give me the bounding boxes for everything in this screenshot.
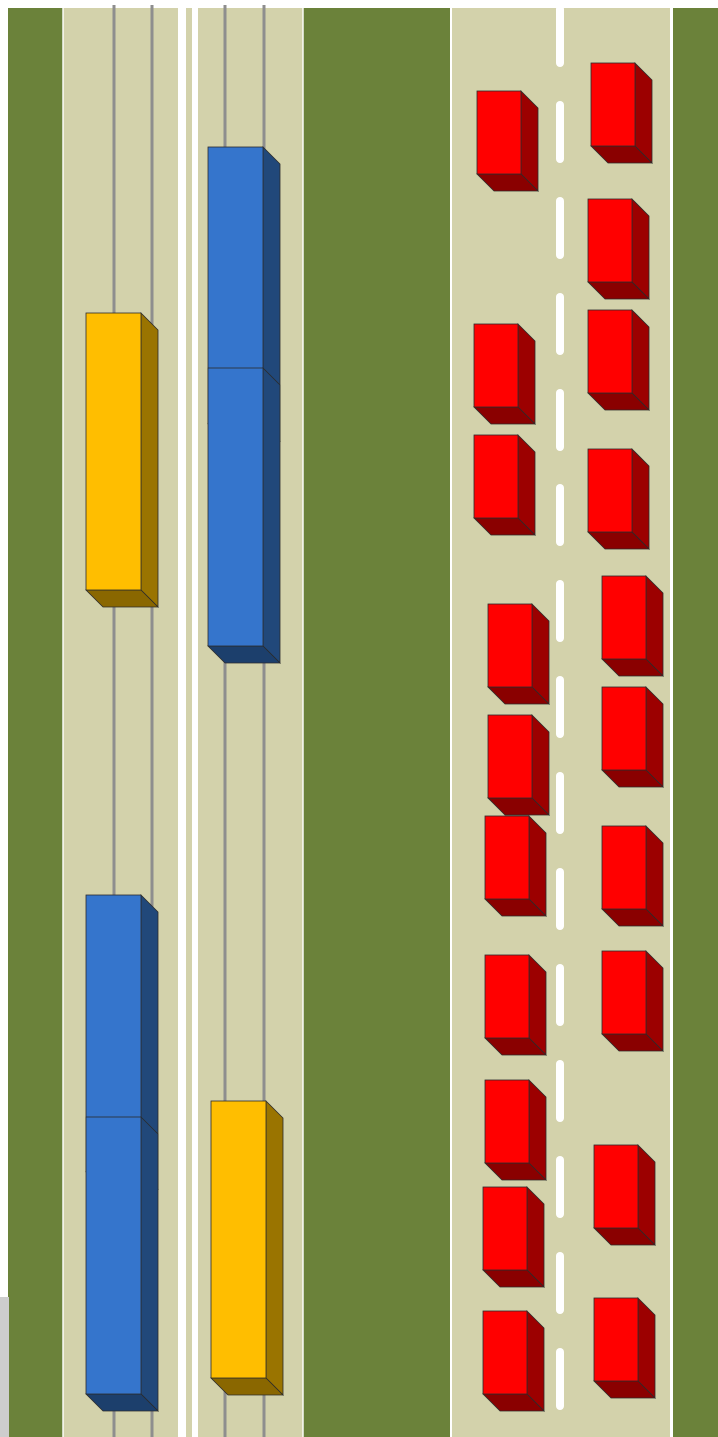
lane-dash-6	[556, 484, 564, 546]
rail-bed-right-edge	[302, 8, 304, 1437]
car-left-lane-4-face	[488, 604, 532, 687]
car-left-lane-7	[485, 955, 546, 1055]
rail-bed-left-edge	[62, 8, 64, 1437]
train-blue-right-car-2-side	[263, 368, 280, 663]
car-right-lane-7-face	[602, 826, 646, 909]
lane-dash-1	[556, 5, 564, 67]
train-yellow-right-side	[266, 1101, 283, 1395]
car-left-lane-9-face	[483, 1187, 527, 1270]
lane-dash-13	[556, 1156, 564, 1218]
car-right-lane-10-face	[594, 1298, 638, 1381]
car-right-lane-2	[588, 199, 649, 299]
car-left-lane-10-face	[483, 1311, 527, 1394]
train-yellow-right-face	[211, 1101, 266, 1378]
train-yellow-left-side	[141, 313, 158, 607]
car-left-lane-7-face	[485, 955, 529, 1038]
lane-dash-4	[556, 293, 564, 355]
car-right-lane-1	[591, 63, 652, 163]
car-left-lane-3-face	[474, 435, 518, 518]
car-left-lane-4	[488, 604, 549, 704]
car-left-lane-6	[485, 816, 546, 916]
car-left-lane-5	[488, 715, 549, 815]
lane-dash-10	[556, 868, 564, 930]
car-left-lane-1-face	[477, 91, 521, 174]
corner-patch	[0, 1297, 9, 1437]
car-left-lane-9	[483, 1187, 544, 1287]
lane-dash-9	[556, 772, 564, 834]
car-right-lane-4-face	[588, 449, 632, 532]
lane-dash-8	[556, 676, 564, 738]
train-blue-left-car-2-side	[141, 1117, 158, 1411]
car-left-lane-8-face	[485, 1080, 529, 1163]
lane-dash-12	[556, 1060, 564, 1122]
car-right-lane-6-face	[602, 687, 646, 770]
lane-dash-14	[556, 1252, 564, 1314]
car-right-lane-9	[594, 1145, 655, 1245]
lane-dash-5	[556, 389, 564, 451]
train-yellow-left-face	[86, 313, 141, 590]
car-left-lane-6-face	[485, 816, 529, 899]
train-blue-left-car-2-face	[86, 1117, 141, 1394]
train-yellow-right	[211, 1101, 283, 1395]
car-right-lane-1-face	[591, 63, 635, 146]
car-right-lane-3	[588, 310, 649, 410]
car-right-lane-9-face	[594, 1145, 638, 1228]
car-right-lane-3-face	[588, 310, 632, 393]
car-right-lane-8-face	[602, 951, 646, 1034]
lane-dash-7	[556, 580, 564, 642]
car-left-lane-5-face	[488, 715, 532, 798]
car-right-lane-5	[602, 576, 663, 676]
lane-dash-11	[556, 964, 564, 1026]
car-left-lane-8	[485, 1080, 546, 1180]
track-separator-1	[178, 8, 186, 1437]
car-right-lane-7	[602, 826, 663, 926]
car-right-lane-4	[588, 449, 649, 549]
road-edge-left	[450, 8, 452, 1437]
track-separator-2	[192, 8, 198, 1437]
car-left-lane-3	[474, 435, 535, 535]
car-left-lane-2	[474, 324, 535, 424]
train-blue-left-car-2	[86, 1117, 158, 1411]
lane-dash-2	[556, 101, 564, 163]
car-right-lane-6	[602, 687, 663, 787]
track-separator-gap	[186, 8, 192, 1437]
train-blue-right-car-2	[208, 368, 280, 663]
car-left-lane-10	[483, 1311, 544, 1411]
car-right-lane-10	[594, 1298, 655, 1398]
car-right-lane-5-face	[602, 576, 646, 659]
car-left-lane-1	[477, 91, 538, 191]
lane-dash-3	[556, 197, 564, 259]
car-right-lane-2-face	[588, 199, 632, 282]
lane-dash-15	[556, 1348, 564, 1410]
road-edge-right	[670, 8, 673, 1437]
car-left-lane-2-face	[474, 324, 518, 407]
car-right-lane-8	[602, 951, 663, 1051]
train-blue-right-car-2-face	[208, 368, 263, 646]
train-yellow-left	[86, 313, 158, 607]
